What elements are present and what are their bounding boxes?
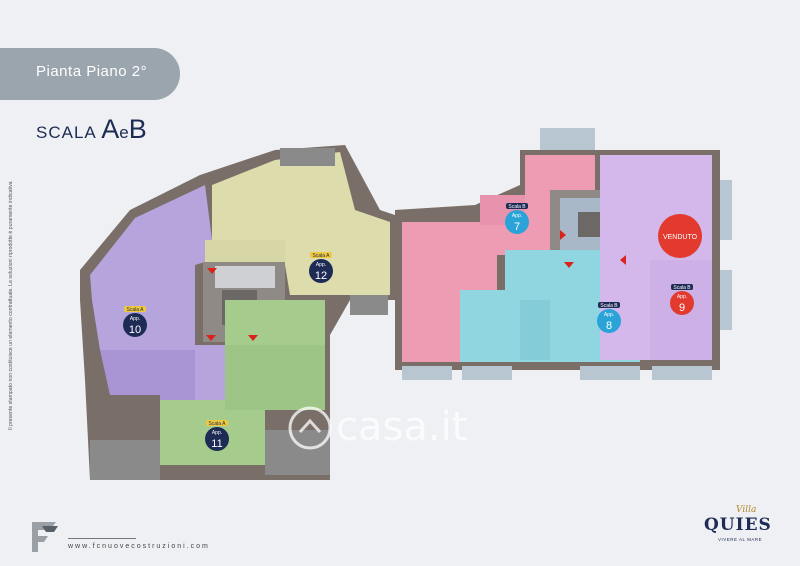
watermark-house-icon <box>288 406 332 450</box>
scala-heading: SCALA AeB <box>36 114 147 145</box>
app-label-11: App. <box>212 430 222 436</box>
badge-app-9 <box>670 284 694 315</box>
footer-url[interactable]: www.fcnuovecostruzioni.com <box>68 543 210 550</box>
app-number-8: 8 <box>606 320 612 332</box>
app-number-11: 11 <box>211 438 222 450</box>
app-number-9: 9 <box>679 302 685 314</box>
scala-label-10: Scala A <box>127 307 145 313</box>
badge-app-8 <box>597 302 621 333</box>
scala-letter-a: A <box>101 114 120 144</box>
scala-letter-e: e <box>119 123 129 142</box>
badge-app-10 <box>123 306 147 337</box>
app-number-10: 10 <box>129 324 141 336</box>
badge-app-11 <box>205 420 229 451</box>
scala-label-7: Scala B <box>508 204 526 210</box>
apartment-10-area <box>90 185 225 400</box>
apartment-12-area <box>205 152 390 295</box>
badge-app-12 <box>309 252 333 283</box>
footer-divider <box>68 538 136 539</box>
logo-tagline: VIVERE AL MARE <box>718 537 763 542</box>
app-label-10: App. <box>130 316 140 322</box>
scala-label-12: Scala A <box>313 253 331 259</box>
app-number-12: 12 <box>315 270 327 282</box>
scala-label-8: Scala B <box>600 303 618 309</box>
logo-villa-text: Villa <box>736 505 757 515</box>
scala-prefix: SCALA <box>36 123 97 142</box>
logo-quies-text: QUIES <box>704 515 772 535</box>
watermark-text: casa.it <box>336 404 468 450</box>
page-title: Pianta Piano 2° <box>36 63 148 80</box>
app-label-12: App. <box>316 262 326 268</box>
balconies-left <box>90 148 388 480</box>
apartment-11-area <box>160 300 325 465</box>
scala-label-11: Scala A <box>209 421 227 427</box>
fc-logo-icon <box>32 522 58 552</box>
title-banner: Pianta Piano 2° <box>0 48 180 100</box>
badge-app-7 <box>505 203 529 234</box>
scala-letter-b: B <box>128 114 147 144</box>
entrance-arrows <box>206 230 626 341</box>
balconies-right <box>402 128 732 380</box>
scala-label-9: Scala B <box>673 285 691 291</box>
villa-quies-logo: Villa QUIES VIVERE AL MARE <box>690 505 772 555</box>
sold-label: VENDUTO <box>663 234 698 241</box>
app-label-9: App. <box>677 294 687 300</box>
app-label-7: App. <box>512 213 522 219</box>
sold-stamp <box>658 214 702 258</box>
app-number-7: 7 <box>514 221 520 233</box>
app-label-8: App. <box>604 312 614 318</box>
